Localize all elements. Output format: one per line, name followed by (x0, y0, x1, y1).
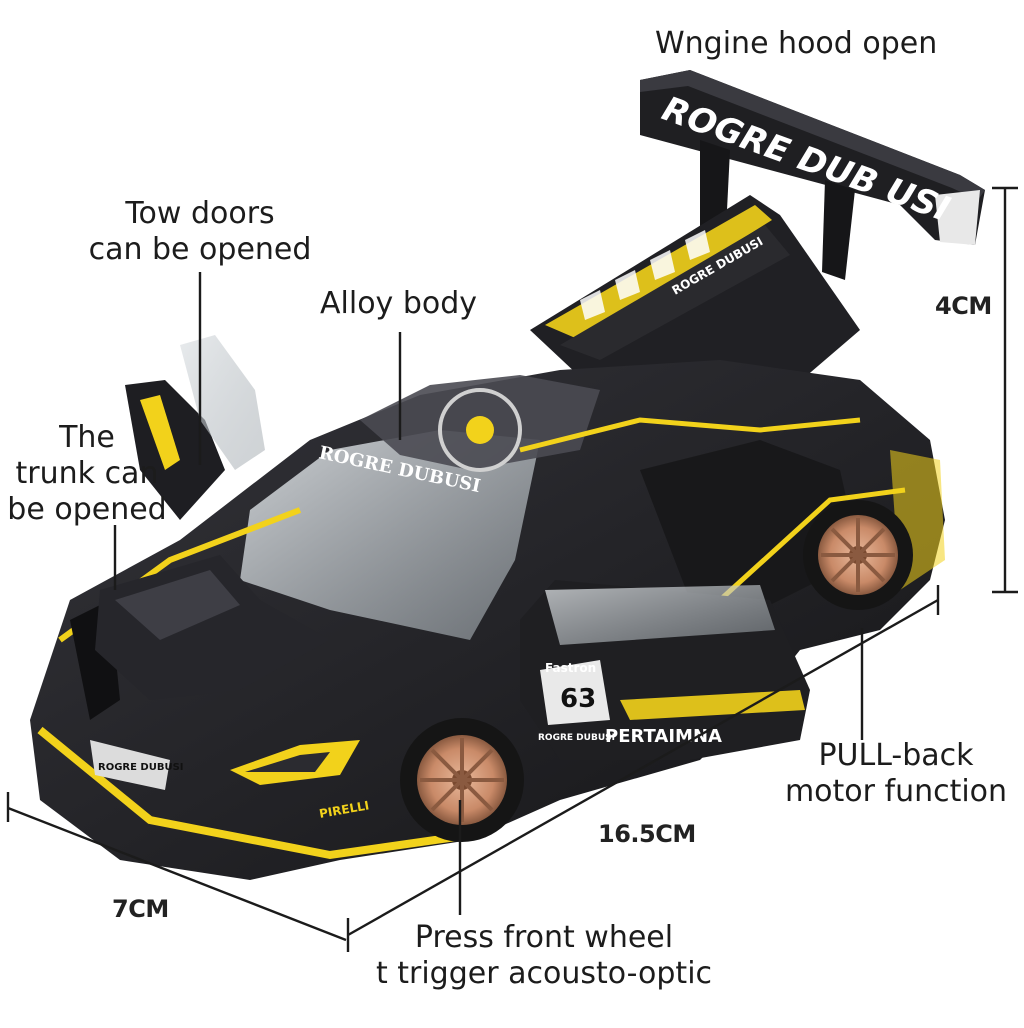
engine-hood-label: Wngine hood open (655, 26, 938, 61)
length-dimension-line (346, 585, 940, 952)
doors-label: Tow doors can be opened (80, 196, 320, 268)
width-dimension-text: 7CM (112, 895, 169, 923)
door-brand: Fastron (545, 661, 596, 675)
height-dimension-text: 4CM (935, 292, 992, 320)
press-wheel-label: Press front wheel t trigger acousto-opti… (372, 920, 716, 992)
length-dimension-text: 16.5CM (598, 820, 696, 848)
alloy-body-label: Alloy body (320, 286, 478, 321)
trunk-label: The trunk can be opened (2, 420, 172, 528)
door-sponsor: PERTAIMNA (605, 726, 722, 747)
engine-hood-open: ROGRE DUBUSI (530, 195, 860, 405)
trunk-label-line2: trunk can (15, 456, 159, 491)
pullback-label-line2: motor function (784, 774, 1008, 809)
license-plate: ROGRE DUBUSI (98, 762, 184, 773)
width-dimension-line (6, 792, 347, 942)
doors-label-line1: Tow doors (125, 196, 275, 231)
press-label-line1: Press front wheel (414, 920, 674, 955)
pullback-label: PULL-back motor function (778, 738, 1014, 810)
car-body: ROGRE DUBUSI ROGRE DUBUSI PIRELLI (30, 360, 945, 880)
front-wheel (400, 718, 524, 842)
trunk-label-line1: The (59, 420, 115, 455)
right-door-open: Fastron 63 ROGRE DUBUSI PERTAIMNA (520, 580, 810, 760)
press-label-line2: t trigger acousto-optic (375, 956, 713, 991)
rear-wheel (803, 500, 913, 610)
door-sub-text: ROGRE DUBUSI (538, 733, 615, 743)
door-number: 63 (560, 684, 596, 714)
doors-label-line2: can be opened (88, 232, 312, 267)
pullback-label-line1: PULL-back (818, 738, 974, 773)
height-dimension-line (992, 186, 1018, 594)
trunk-label-line3: be opened (7, 492, 167, 527)
